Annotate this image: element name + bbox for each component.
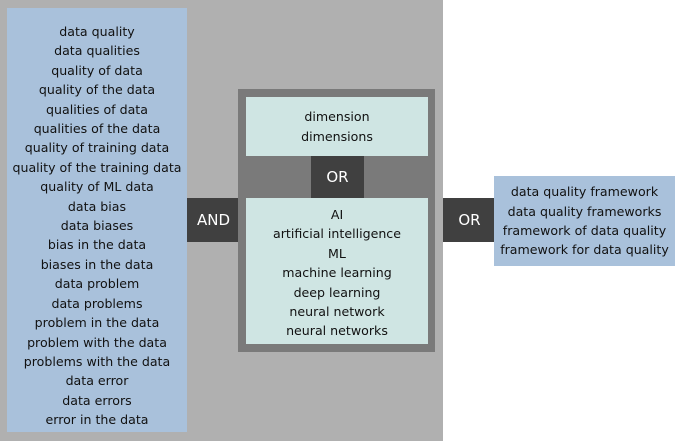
search-term: AI	[330, 207, 344, 222]
dimension-terms-box: dimension dimensions	[246, 97, 428, 156]
search-term: quality of the data	[38, 82, 156, 98]
search-term: problem in the data	[34, 315, 160, 331]
search-term: framework of data quality	[502, 223, 667, 238]
search-term: quality of the training data	[12, 159, 182, 175]
search-term: data errors	[62, 392, 132, 408]
or-operator-right: OR	[443, 198, 496, 242]
and-operator: AND	[187, 198, 240, 242]
data-quality-terms-box: data quality data qualities quality of dat…	[7, 8, 187, 432]
search-term: deep learning	[293, 284, 381, 300]
framework-terms-box: data quality framework data quality frame…	[494, 176, 675, 266]
search-term: machine learning	[282, 265, 392, 281]
search-term: error in the data	[45, 412, 149, 428]
search-term: data quality frameworks	[507, 203, 662, 219]
search-term: dimension	[304, 109, 370, 125]
search-term: quality of data	[51, 62, 143, 78]
search-term: ML	[328, 245, 346, 261]
search-term: problem with the data	[27, 334, 167, 350]
search-term: framework for data quality	[500, 242, 669, 258]
search-term: qualities of the data	[33, 121, 161, 137]
search-term: problems with the data	[23, 353, 171, 369]
search-term: qualities of data	[46, 101, 148, 117]
search-term: data biases	[60, 218, 134, 234]
search-term: data problems	[51, 295, 143, 311]
search-term: data quality	[59, 24, 135, 39]
search-term: data bias	[67, 198, 127, 214]
search-term: data quality framework	[510, 184, 659, 200]
search-term: quality of training data	[24, 140, 170, 156]
search-term: data error	[65, 373, 129, 389]
search-term: dimensions	[301, 128, 373, 144]
search-term: biases in the data	[40, 256, 154, 272]
search-term: neural network	[289, 304, 385, 320]
search-term: data qualities	[54, 43, 140, 59]
search-term: bias in the data	[47, 237, 147, 253]
search-term: data problem	[54, 276, 140, 292]
search-term: quality of ML data	[40, 179, 154, 195]
or-operator-middle: OR	[311, 156, 364, 198]
search-term: neural networks	[286, 323, 388, 339]
search-term: artificial intelligence	[273, 226, 401, 242]
